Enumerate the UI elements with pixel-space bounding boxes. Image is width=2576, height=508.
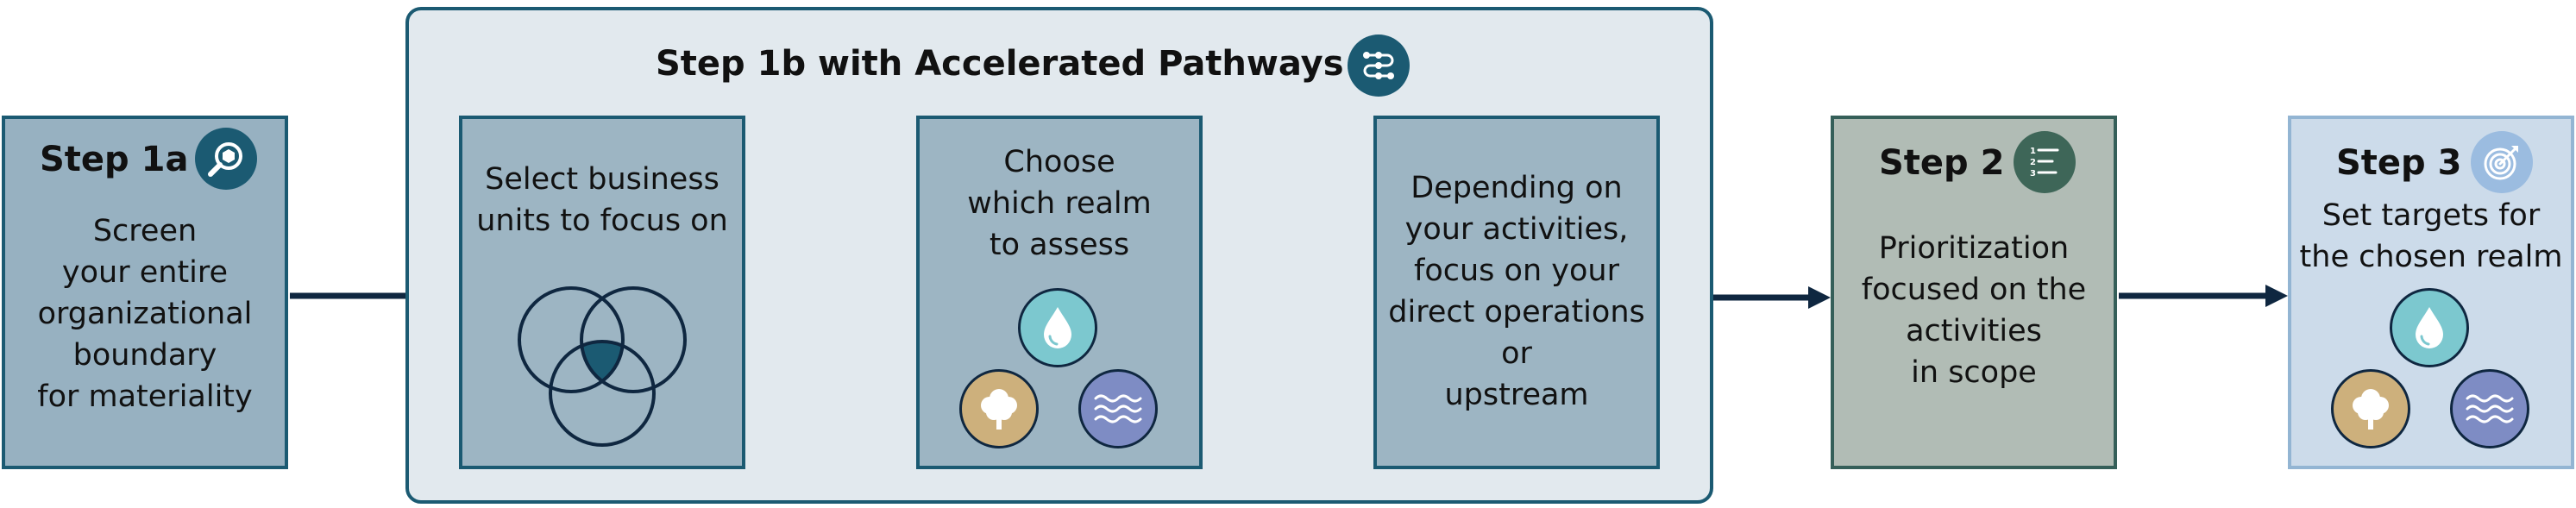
tree-icon [959, 369, 1039, 448]
target-icon [2471, 131, 2533, 193]
step-1a-text: Screen your entire organizational bounda… [37, 214, 253, 414]
pathways-icon [1348, 34, 1410, 97]
water-drop-icon [1018, 288, 1097, 367]
svg-text:2: 2 [2030, 158, 2036, 167]
arrow-head-4 [1808, 286, 1831, 309]
step-3-text: Set targets for the chosen realm [2299, 198, 2563, 274]
step-2-text: Prioritization focused on the activities… [1861, 231, 2087, 390]
venn-diagram-icon [518, 286, 687, 447]
depend-box [1373, 116, 1660, 469]
magnifier-icon [195, 128, 257, 190]
ocean-waves-icon [1078, 369, 1158, 448]
choose-realm-text: Choose which realm to assess [967, 145, 1152, 262]
select-units-text: Select business units to focus on [476, 162, 728, 238]
step-1b-title: Step 1b with Accelerated Pathways [656, 44, 1344, 84]
ocean-waves-icon [2450, 369, 2529, 448]
arrow-head-5 [2265, 285, 2288, 307]
water-drop-icon [2390, 288, 2469, 367]
tree-icon [2331, 369, 2410, 448]
step-2-title: Step 2 [1879, 143, 2005, 183]
numbered-list-icon: 1 2 3 [2014, 131, 2076, 193]
depend-text: Depending on your activities, focus on y… [1388, 171, 1645, 412]
svg-text:1: 1 [2030, 147, 2036, 156]
svg-text:3: 3 [2030, 169, 2036, 179]
step-3-title: Step 3 [2336, 143, 2462, 183]
step-1a-title: Step 1a [40, 140, 189, 179]
select-units-box [459, 116, 745, 469]
